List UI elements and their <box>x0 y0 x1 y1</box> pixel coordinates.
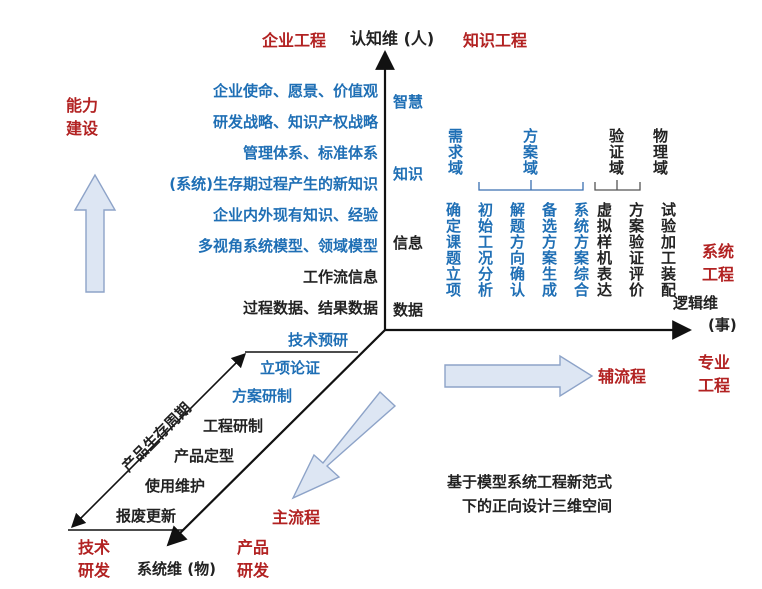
system-eng-label-line2: 工程 <box>702 265 735 284</box>
logic-step: 方案验证评价 <box>627 202 645 298</box>
logic-step: 解题方向确认 <box>508 202 526 298</box>
level-wisdom: 智慧 <box>393 93 424 111</box>
level-information: 信息 <box>393 234 424 252</box>
tech-rd-label-line2: 研发 <box>78 561 111 580</box>
capability-arrow <box>73 173 117 293</box>
special-eng-label-line1: 专业 <box>698 353 731 372</box>
logic-step: 系统方案综合 <box>572 202 590 298</box>
lifecycle-stage: 工程研制 <box>203 417 264 435</box>
knowledge-item: 工作流信息 <box>302 268 378 286</box>
cognitive-axis-label: 认知维 (人) <box>350 29 435 48</box>
system-axis-label: 系统维 (物) <box>137 560 216 578</box>
level-knowledge: 知识 <box>393 165 424 183</box>
logic-axis-label: 逻辑维 <box>673 294 719 312</box>
system-eng-label-line1: 系统 <box>702 242 735 261</box>
knowledge-item: 企业使命、愿景、价值观 <box>212 82 378 100</box>
caption-line1: 基于模型系统工程新范式 <box>447 473 613 491</box>
verification-domain-bracket <box>594 180 641 191</box>
verification-domain-label: 验证域 <box>607 128 625 176</box>
product-rd-label-line2: 研发 <box>237 561 270 580</box>
lifecycle-stage: 技术预研 <box>288 331 349 349</box>
physical-domain-label: 物理域 <box>651 128 669 176</box>
capability-label-line2: 建设 <box>66 119 99 138</box>
knowledge-item: 企业内外现有知识、经验 <box>212 206 378 224</box>
lifecycle-stage: 方案研制 <box>232 387 293 405</box>
main-flow-label: 主流程 <box>272 508 321 527</box>
logic-step: 初始工况分析 <box>476 202 494 298</box>
main-flow-arrow <box>291 390 397 500</box>
knowledge-item: 过程数据、结果数据 <box>242 299 378 317</box>
special-eng-label-line2: 工程 <box>698 376 731 395</box>
capability-label-line1: 能力 <box>66 96 99 115</box>
solution-domain-bracket <box>478 180 584 191</box>
knowledge-item: 研发战略、知识产权战略 <box>212 113 378 131</box>
logic-step: 试验加工装配 <box>659 202 677 298</box>
logic-step: 虚拟样机表达 <box>595 202 613 298</box>
lifecycle-stage: 使用维护 <box>145 477 206 495</box>
knowledge-item: (系统)生存期过程产生的新知识 <box>169 175 378 193</box>
logic-axis-unit: (事) <box>708 316 737 334</box>
level-data: 数据 <box>393 301 424 319</box>
knowledge-item: 多视角系统模型、领域模型 <box>197 237 378 255</box>
aux-flow-arrow <box>444 354 594 398</box>
solution-domain-label: 方案域 <box>521 128 539 176</box>
caption-line2: 下的正向设计三维空间 <box>462 497 613 515</box>
knowledge-engineering-label: 知识工程 <box>463 31 528 50</box>
logic-step: 备选方案生成 <box>540 202 558 298</box>
requirement-domain-label: 需求域 <box>446 128 464 176</box>
lifecycle-stage: 立项论证 <box>260 359 321 377</box>
enterprise-engineering-label: 企业工程 <box>262 31 327 50</box>
product-rd-label-line1: 产品 <box>237 538 270 557</box>
lifecycle-stage: 产品定型 <box>174 447 235 465</box>
lifecycle-stage: 报废更新 <box>116 507 177 525</box>
lifecycle-span-arrow <box>70 352 247 529</box>
knowledge-item: 管理体系、标准体系 <box>242 144 378 162</box>
tech-rd-label-line1: 技术 <box>78 538 111 557</box>
aux-flow-label: 辅流程 <box>598 367 647 386</box>
logic-step: 确定课题立项 <box>444 202 462 298</box>
